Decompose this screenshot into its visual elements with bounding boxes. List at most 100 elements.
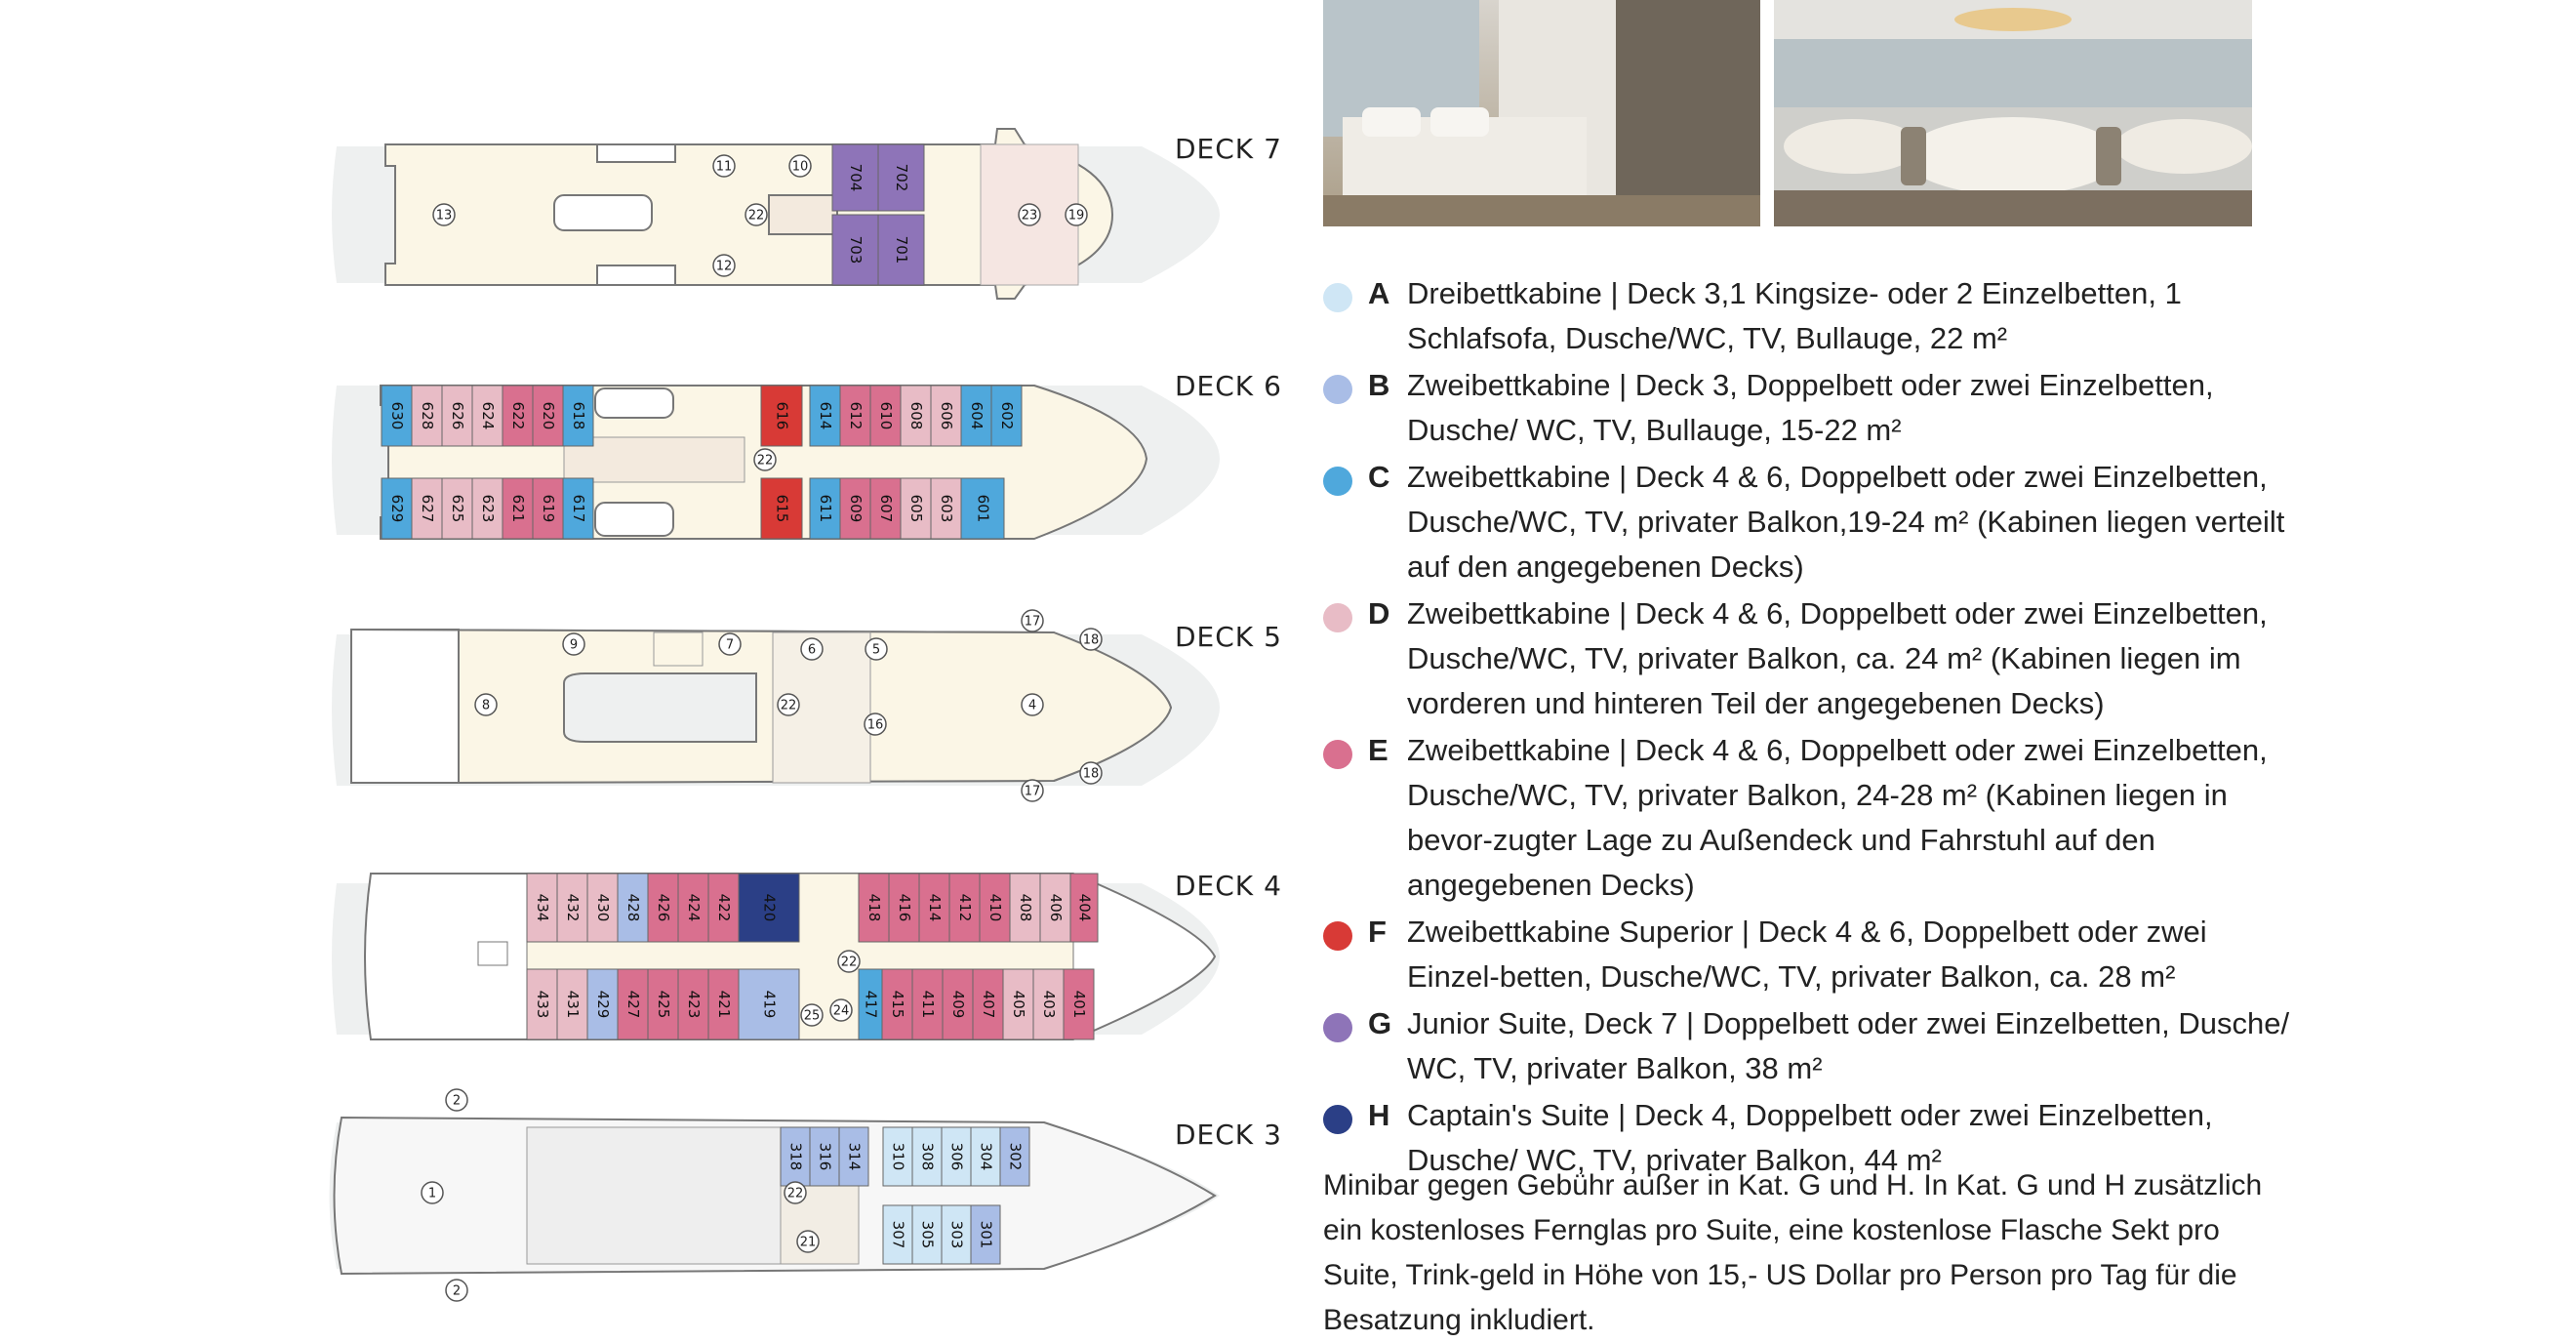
cabin-number: 421 bbox=[715, 991, 733, 1019]
location-marker: 16 bbox=[864, 712, 887, 736]
cabin-602: 602 bbox=[990, 385, 1023, 447]
cabin-number: 628 bbox=[419, 402, 436, 430]
cabin-number: 606 bbox=[938, 402, 955, 430]
category-description: Dreibettkabine | Deck 3,1 Kingsize- oder… bbox=[1407, 276, 2182, 355]
location-number: 1 bbox=[428, 1187, 436, 1201]
footnote: Minibar gegen Gebühr außer in Kat. G und… bbox=[1323, 1169, 2263, 1336]
cabin-305: 305 bbox=[911, 1204, 943, 1265]
cabin-622: 622 bbox=[502, 385, 534, 447]
cabin-431: 431 bbox=[556, 968, 588, 1040]
location-number: 6 bbox=[808, 643, 816, 658]
cabin-416: 416 bbox=[888, 873, 920, 943]
cabin-703: 703 bbox=[831, 214, 879, 286]
cabin-number: 428 bbox=[624, 894, 642, 922]
deck-6-label: DECK 6 bbox=[1175, 370, 1282, 402]
location-number: 9 bbox=[570, 638, 578, 653]
cabin-number: 420 bbox=[761, 894, 779, 922]
cabin-number: 622 bbox=[509, 402, 527, 430]
cabin-number: 624 bbox=[479, 402, 497, 430]
location-marker: 22 bbox=[784, 1181, 807, 1204]
location-marker: 24 bbox=[829, 998, 853, 1022]
category-color-dot-icon bbox=[1323, 740, 1352, 769]
cabin-611: 611 bbox=[809, 477, 841, 540]
cabin-number: 308 bbox=[919, 1143, 937, 1171]
cabin-406: 406 bbox=[1039, 873, 1071, 943]
cabin-603: 603 bbox=[930, 477, 962, 540]
cabin-419: 419 bbox=[738, 968, 800, 1040]
cabin-618: 618 bbox=[562, 385, 594, 447]
cabin-number: 432 bbox=[564, 894, 582, 922]
cabin-401: 401 bbox=[1063, 968, 1095, 1040]
cabin-number: 629 bbox=[388, 495, 406, 523]
cabin-610: 610 bbox=[869, 385, 902, 447]
location-number: 5 bbox=[872, 643, 880, 658]
category-color-dot-icon bbox=[1323, 1105, 1352, 1134]
cabin-623: 623 bbox=[471, 477, 503, 540]
cabin-number: 401 bbox=[1070, 991, 1088, 1019]
cabin-314: 314 bbox=[838, 1126, 869, 1187]
cabin-number: 416 bbox=[896, 894, 913, 922]
category-description: Zweibettkabine | Deck 4 & 6, Doppelbett … bbox=[1407, 596, 2268, 720]
cabin-424: 424 bbox=[677, 873, 709, 943]
cabin-625: 625 bbox=[441, 477, 473, 540]
category-description: Junior Suite, Deck 7 | Doppelbett oder z… bbox=[1407, 1006, 2290, 1085]
cabin-701: 701 bbox=[877, 214, 925, 286]
location-number: 21 bbox=[800, 1236, 817, 1250]
location-number: 22 bbox=[787, 1187, 804, 1201]
cabin-number: 609 bbox=[847, 495, 865, 523]
cabin-number: 619 bbox=[540, 495, 557, 523]
location-number: 17 bbox=[1025, 785, 1041, 799]
cabin-number: 318 bbox=[787, 1143, 805, 1171]
cabin-433: 433 bbox=[526, 968, 558, 1040]
category-color-dot-icon bbox=[1323, 921, 1352, 951]
cabin-number: 306 bbox=[948, 1143, 966, 1171]
cabin-318: 318 bbox=[780, 1126, 811, 1187]
cabin-number: 404 bbox=[1076, 894, 1094, 922]
category-description: Zweibettkabine | Deck 3, Doppelbett oder… bbox=[1407, 368, 2214, 447]
cabin-number: 409 bbox=[949, 991, 967, 1019]
cabin-number: 314 bbox=[846, 1143, 864, 1171]
cabin-430: 430 bbox=[586, 873, 619, 943]
cabin-702: 702 bbox=[877, 143, 925, 212]
cabin-number: 418 bbox=[865, 894, 883, 922]
cabin-number: 411 bbox=[919, 991, 937, 1019]
cabin-number: 704 bbox=[847, 164, 865, 192]
location-number: 4 bbox=[1028, 699, 1036, 713]
location-number: 12 bbox=[716, 260, 733, 274]
cabin-number: 430 bbox=[594, 894, 612, 922]
cabin-601: 601 bbox=[960, 477, 1005, 540]
cabin-number: 617 bbox=[570, 495, 587, 523]
cabin-612: 612 bbox=[839, 385, 871, 447]
cabin-number: 301 bbox=[978, 1221, 995, 1249]
cabin-number: 605 bbox=[907, 495, 925, 523]
location-marker: 22 bbox=[745, 203, 768, 226]
cabin-316: 316 bbox=[809, 1126, 840, 1187]
category-letter: B bbox=[1368, 368, 1390, 402]
cabin-408: 408 bbox=[1009, 873, 1041, 943]
cabin-number: 614 bbox=[817, 402, 834, 430]
location-marker: 18 bbox=[1079, 628, 1103, 651]
location-number: 17 bbox=[1025, 615, 1041, 630]
cabin-425: 425 bbox=[647, 968, 679, 1040]
cabin-number: 429 bbox=[594, 991, 612, 1019]
cabin-310: 310 bbox=[882, 1126, 913, 1187]
location-marker: 8 bbox=[474, 693, 498, 716]
location-marker: 1 bbox=[421, 1181, 444, 1204]
cabin-number: 701 bbox=[893, 236, 910, 265]
cabin-number: 419 bbox=[761, 991, 779, 1019]
location-number: 22 bbox=[748, 209, 765, 224]
location-number: 18 bbox=[1083, 633, 1100, 648]
cabin-number: 604 bbox=[968, 402, 986, 430]
cabin-number: 414 bbox=[926, 894, 944, 922]
cabin-417: 417 bbox=[858, 968, 883, 1040]
cabin-number: 610 bbox=[877, 402, 895, 430]
cabin-306: 306 bbox=[941, 1126, 972, 1187]
cabin-412: 412 bbox=[948, 873, 981, 943]
